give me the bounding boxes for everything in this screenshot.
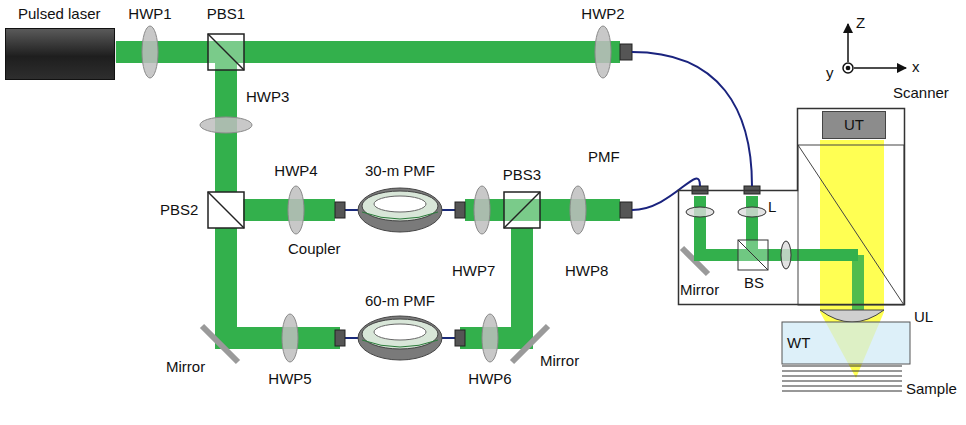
label-slot: HWP7 xyxy=(452,262,495,280)
text-slot: UT xyxy=(823,112,885,138)
fiber-cable xyxy=(632,52,752,210)
text-slot: Pulsed laser xyxy=(18,5,101,23)
label-slot: y xyxy=(826,64,834,82)
label-slot: UL xyxy=(914,308,933,326)
axis-label: Z xyxy=(856,14,865,32)
water-tank xyxy=(782,322,910,364)
housing-outline xyxy=(679,109,905,305)
label-slot: HWP3 xyxy=(246,88,289,106)
label-slot: 30-m PMF xyxy=(365,162,435,180)
component-label: Sample xyxy=(906,380,957,398)
label-slot: PMF xyxy=(588,148,620,166)
component-label: L xyxy=(768,198,776,216)
axis-label: y xyxy=(826,64,834,82)
component-label: Mirror xyxy=(680,281,719,299)
axis-symbol xyxy=(843,24,906,73)
label-slot: HWP1 xyxy=(128,5,171,23)
component-label: Coupler xyxy=(288,240,341,258)
node-label: UT xyxy=(844,116,864,134)
label-slot: Mirror xyxy=(166,358,205,376)
label-slot: PBS1 xyxy=(207,5,245,23)
label-slot: Mirror xyxy=(540,352,579,370)
component-label: PBS1 xyxy=(207,5,245,23)
component-label: HWP7 xyxy=(452,262,495,280)
component-label: HWP4 xyxy=(274,162,317,180)
label-slot: HWP5 xyxy=(268,370,311,388)
sample-stack xyxy=(782,366,902,391)
mirror xyxy=(202,248,708,362)
label-slot: HWP8 xyxy=(565,262,608,280)
component-label: HWP2 xyxy=(581,5,624,23)
scanner-housing: ScannerUT xyxy=(678,108,905,305)
label-slot: HWP6 xyxy=(468,370,511,388)
component-label: UL xyxy=(914,308,933,326)
component-label: BS xyxy=(744,274,764,292)
label-slot: BS xyxy=(744,274,764,292)
component-label: HWP8 xyxy=(565,262,608,280)
label-slot: 60-m PMF xyxy=(365,292,435,310)
fiber-coupler xyxy=(335,44,760,346)
label-slot: HWP2 xyxy=(581,5,624,23)
text-slot: Scanner xyxy=(893,84,949,102)
fiber-coil xyxy=(345,188,455,232)
label-slot: PBS2 xyxy=(160,201,198,219)
beam-splitter-cube xyxy=(208,34,540,228)
component-label: PBS2 xyxy=(160,201,198,219)
laser-beams xyxy=(116,41,620,349)
fiber-coil xyxy=(345,316,455,360)
laser-box: Pulsed laser xyxy=(5,28,115,80)
transducer-box: UT xyxy=(822,111,886,139)
component-label: Mirror xyxy=(540,352,579,370)
fiber-label: PMF xyxy=(588,148,620,166)
label-slot: Mirror xyxy=(680,281,719,299)
fiber-label: 60-m PMF xyxy=(365,292,435,310)
label-slot: HWP4 xyxy=(274,162,317,180)
label-slot: L xyxy=(768,198,776,216)
half-wave-plate xyxy=(142,26,611,362)
component-label: Mirror xyxy=(166,358,205,376)
label-slot: PBS3 xyxy=(503,166,541,184)
label-slot: Sample xyxy=(906,380,957,398)
component-label: HWP3 xyxy=(246,88,289,106)
axis-label: x xyxy=(912,58,920,76)
label-slot: x xyxy=(912,58,920,76)
component-label: HWP5 xyxy=(268,370,311,388)
label-slot: Coupler xyxy=(288,240,341,258)
component-label: WT xyxy=(787,334,810,352)
node-heading: Pulsed laser xyxy=(18,5,101,23)
component-label: HWP6 xyxy=(468,370,511,388)
fiber-label: 30-m PMF xyxy=(365,162,435,180)
node-heading: Scanner xyxy=(893,84,949,102)
label-slot: WT xyxy=(787,334,810,352)
ultrasound-lens xyxy=(820,310,884,322)
label-slot: Z xyxy=(856,14,865,32)
component-label: PBS3 xyxy=(503,166,541,184)
component-label: HWP1 xyxy=(128,5,171,23)
